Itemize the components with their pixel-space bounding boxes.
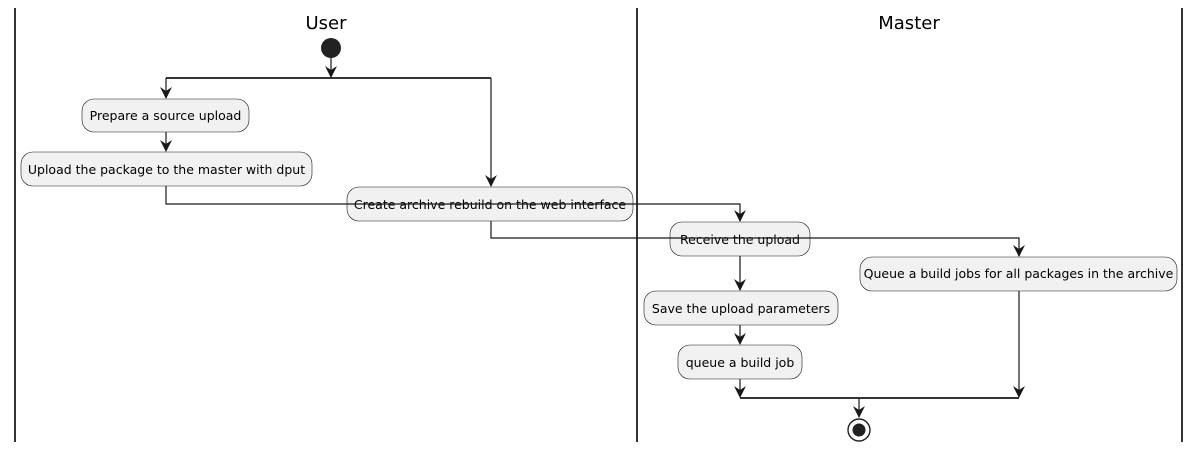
node-queue-all-label: Queue a build jobs for all packages in t… <box>864 266 1174 281</box>
node-queue-one: queue a build job <box>677 344 803 380</box>
lane-title-master: Master <box>878 13 940 34</box>
start-node <box>321 38 341 58</box>
node-receive-label: Receive the upload <box>680 232 800 247</box>
node-queue-one-label: queue a build job <box>686 355 795 370</box>
lane-title-user: User <box>305 13 347 34</box>
node-receive: Receive the upload <box>669 221 811 257</box>
node-save: Save the upload parameters <box>643 290 839 326</box>
stop-node <box>847 418 871 442</box>
node-prepare: Prepare a source upload <box>81 98 250 133</box>
node-upload: Upload the package to the master with dp… <box>20 151 313 187</box>
node-upload-label: Upload the package to the master with dp… <box>28 162 305 177</box>
node-queue-all: Queue a build jobs for all packages in t… <box>859 256 1178 292</box>
node-prepare-label: Prepare a source upload <box>90 108 242 123</box>
node-save-label: Save the upload parameters <box>652 301 830 316</box>
